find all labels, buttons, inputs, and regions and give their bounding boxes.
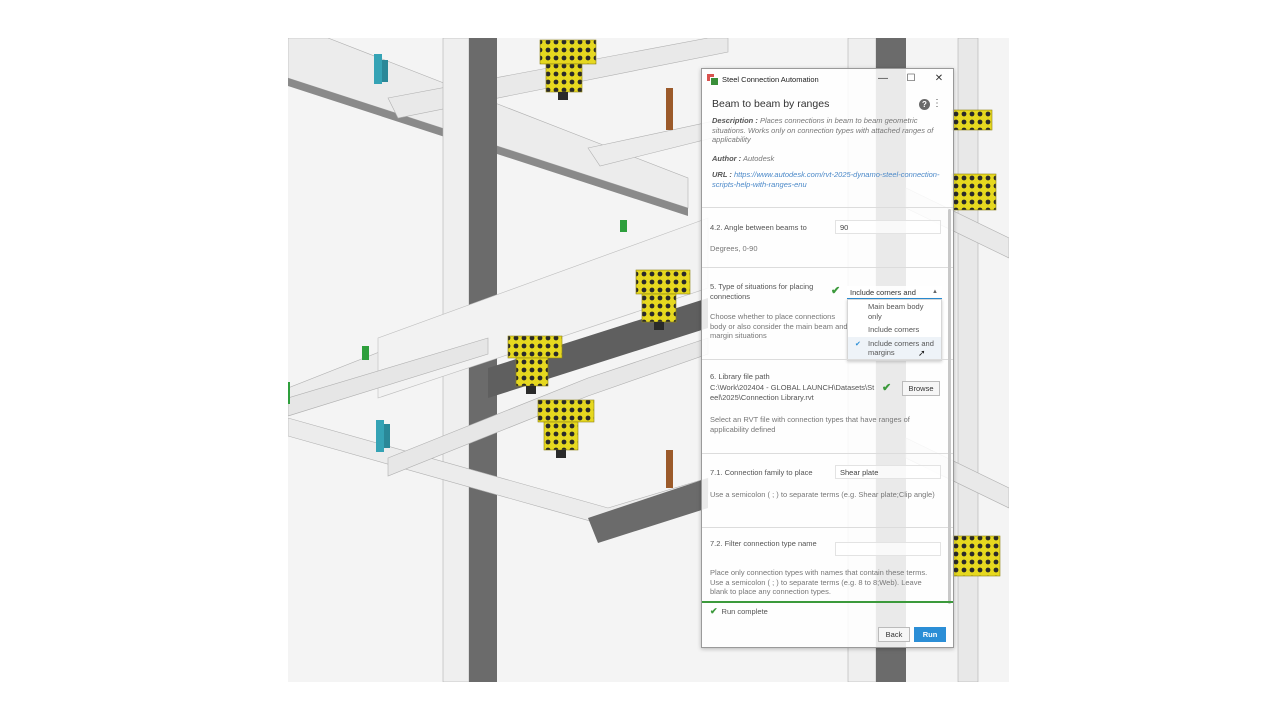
url-label: URL : xyxy=(712,170,732,179)
shear-plate-middle-right xyxy=(635,269,691,330)
library-path: C:\Work\202404 - GLOBAL LAUNCH\Datasets\… xyxy=(710,383,875,402)
situations-dropdown[interactable]: Include corners and ▲ xyxy=(847,286,942,299)
filter-label: 7.2. Filter connection type name xyxy=(710,539,817,548)
dropdown-option-label: Include corners and margins xyxy=(868,338,934,358)
script-description: Description : Places connections in beam… xyxy=(712,116,942,145)
divider xyxy=(702,527,953,528)
situations-description: Choose whether to place connections body… xyxy=(710,312,848,340)
dropdown-option-corners[interactable]: Include corners xyxy=(868,325,920,334)
run-button[interactable]: Run xyxy=(914,627,946,642)
title-bar[interactable]: Steel Connection Automation — ☐ ✕ xyxy=(702,69,953,89)
author-value: Autodesk xyxy=(742,154,775,163)
angle-input[interactable]: 90 xyxy=(835,220,941,234)
end-plate-bottom xyxy=(666,450,673,488)
divider xyxy=(702,207,953,208)
library-description: Select an RVT file with connection types… xyxy=(710,415,910,434)
dropdown-option-corners-margins[interactable]: ✔ Include corners and margins ➚ xyxy=(848,336,941,360)
run-status: ✔ Run complete xyxy=(710,606,768,617)
back-button[interactable]: Back xyxy=(878,627,910,642)
close-icon[interactable]: ✕ xyxy=(934,73,944,84)
library-valid-check-icon: ✔ xyxy=(882,382,892,394)
browse-button[interactable]: Browse xyxy=(902,381,940,396)
run-progress-bar xyxy=(702,601,953,603)
family-description: Use a semicolon ( ; ) to separate terms … xyxy=(710,490,935,499)
library-label: 6. Library file path xyxy=(710,372,770,381)
situations-label: 5. Type of situations for placing connec… xyxy=(710,282,814,301)
column-plate-top-side xyxy=(382,60,388,82)
beam-lower-web xyxy=(588,478,708,543)
maximize-icon[interactable]: ☐ xyxy=(906,73,916,84)
steel-connection-dialog: Steel Connection Automation — ☐ ✕ Beam t… xyxy=(701,68,954,648)
scrollbar[interactable] xyxy=(948,209,951,604)
author-label: Author : xyxy=(712,154,742,163)
angle-hint: Degrees, 0-90 xyxy=(710,244,758,253)
mouse-cursor-icon: ➚ xyxy=(918,347,926,358)
dropdown-option-main-body[interactable]: Main beam body only xyxy=(868,302,924,321)
situations-dropdown-list: Main beam body only Include corners ✔ In… xyxy=(847,299,942,361)
shear-plate-right-2 xyxy=(951,535,1001,577)
script-url: URL : https://www.autodesk.com/rvt-2025-… xyxy=(712,170,942,189)
divider xyxy=(702,359,953,360)
situations-valid-check-icon: ✔ xyxy=(831,285,841,297)
shear-plate-middle-left xyxy=(507,335,563,394)
more-options-icon[interactable]: ⋮ xyxy=(932,98,942,109)
column-plate-bottom xyxy=(376,420,384,452)
filter-input[interactable] xyxy=(835,542,941,556)
stiffener-mid xyxy=(362,346,369,360)
script-header: Beam to beam by ranges ? ⋮ xyxy=(712,98,944,110)
script-author: Author : Autodesk xyxy=(712,154,942,164)
divider xyxy=(702,453,953,454)
divider xyxy=(702,267,953,268)
minimize-icon[interactable]: — xyxy=(878,73,888,84)
column-plate-top xyxy=(374,54,382,84)
family-label: 7.1. Connection family to place xyxy=(710,468,813,477)
description-text: Places connections in beam to beam geome… xyxy=(712,116,934,144)
column-far-right xyxy=(957,38,979,682)
description-label: Description : xyxy=(712,116,758,125)
angle-label: 4.2. Angle between beams to xyxy=(710,223,807,232)
family-input[interactable]: Shear plate xyxy=(835,465,941,479)
end-plate-top xyxy=(666,88,673,130)
app-icon xyxy=(707,74,719,86)
script-title: Beam to beam by ranges xyxy=(712,98,830,110)
help-icon[interactable]: ? xyxy=(919,99,930,110)
status-text: Run complete xyxy=(721,607,768,616)
stiffener-upper xyxy=(620,220,627,232)
status-check-icon: ✔ xyxy=(710,606,718,616)
filter-description: Place only connection types with names t… xyxy=(710,568,928,596)
column-plate-bottom-side xyxy=(384,424,390,448)
shear-plate-top xyxy=(539,39,597,100)
url-link[interactable]: https://www.autodesk.com/rvt-2025-dynamo… xyxy=(712,170,940,189)
shear-plate-right-1 xyxy=(951,109,997,211)
window-title: Steel Connection Automation xyxy=(722,74,819,84)
stiffener-left xyxy=(288,382,290,404)
situations-selected-value: Include corners and xyxy=(850,288,916,297)
dropdown-caret-icon: ▲ xyxy=(932,289,938,295)
shear-plate-bottom xyxy=(537,399,595,458)
selected-check-icon: ✔ xyxy=(855,340,861,348)
beam-lower-left-1 xyxy=(288,337,489,417)
